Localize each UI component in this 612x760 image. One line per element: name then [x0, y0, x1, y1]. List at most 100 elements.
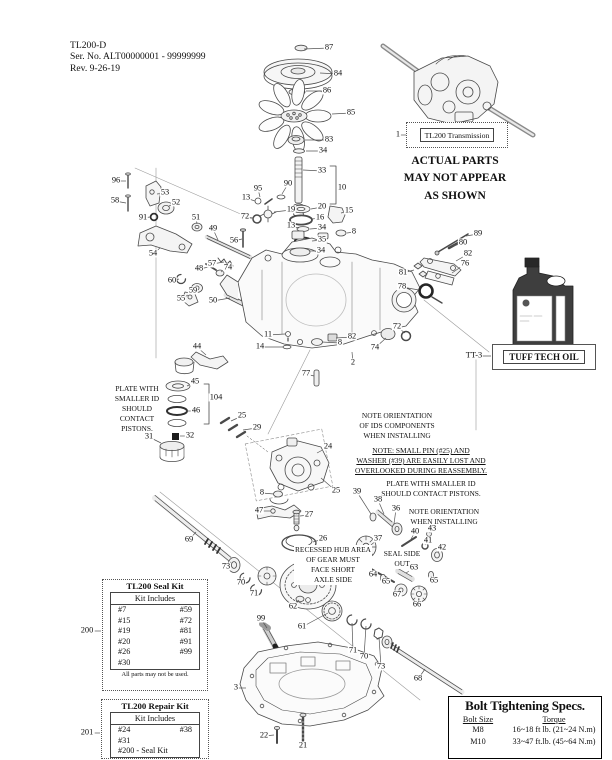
part-label-52: 52	[170, 197, 182, 207]
part-label-70: 70	[235, 577, 247, 587]
part-label-55: 55	[175, 293, 187, 303]
note-line: AXLE SIDE	[314, 574, 352, 584]
repair-kit-title: TL200 Repair Kit	[121, 701, 189, 711]
kit-item: #24	[118, 725, 131, 734]
kit-item: #31	[118, 735, 131, 745]
part-label-39: 39	[351, 486, 363, 496]
part-label-26: 26	[317, 533, 329, 543]
kit-item: #19	[118, 626, 131, 636]
leader-line	[378, 636, 382, 668]
bypass-arm-cluster-art	[413, 233, 469, 304]
part-label-25: 25	[330, 485, 342, 495]
part-label-3: 3	[232, 682, 240, 692]
note-line: FACE SHORT	[311, 564, 355, 574]
part-label-80: 80	[457, 237, 469, 247]
kit-item: #99	[179, 647, 192, 657]
note-line: RECESSED HUB AREA	[295, 545, 371, 554]
kit-item-row: #7#59	[111, 605, 199, 616]
kit-item-row: #20#91	[111, 637, 199, 648]
part-label-57: 57	[206, 258, 218, 268]
bolt-size-value: M8	[472, 725, 484, 734]
part-label-73: 73	[375, 661, 387, 671]
kit-item-row: #15#72	[111, 616, 199, 627]
part-label-35: 35	[316, 234, 328, 244]
part-label-62: 62	[287, 601, 299, 611]
callout-200: 200	[79, 625, 95, 635]
part-label-85: 85	[345, 107, 357, 117]
seal-kit-contents: Kit Includes #7#59#15#72#19#81#20#91#26#…	[110, 592, 200, 670]
part-label-27: 27	[303, 509, 315, 519]
part-label-34: 34	[317, 145, 329, 155]
oil-pan-art	[239, 641, 385, 727]
kit-item: #38	[179, 725, 192, 734]
note-line: PLATE WITH	[115, 384, 159, 393]
part-label-42: 42	[436, 542, 448, 552]
repair-kit-contents: Kit Includes #24#38#31#200 - Seal Kit	[110, 712, 200, 758]
part-label-34: 34	[315, 245, 327, 255]
assembled-transmission-art	[380, 43, 536, 138]
revision: Rev. 9-26-19	[70, 62, 121, 74]
seal-kit-title: TL200 Seal Kit	[126, 581, 184, 591]
note-line: OF GEAR MUST	[306, 554, 360, 564]
part-label-47: 47	[253, 505, 265, 515]
bolt-specs-box: Bolt Tightening Specs. Bolt Size Torque …	[448, 696, 602, 759]
part-label-74: 74	[369, 342, 381, 352]
part-label-29: 29	[251, 422, 263, 432]
part-label-99: 99	[255, 613, 267, 623]
part-label-40: 40	[409, 526, 421, 536]
note-line: WHEN INSTALLING	[410, 516, 478, 526]
callout-TT-3: TT-3	[464, 350, 484, 360]
part-label-19: 19	[285, 204, 297, 214]
note-line: PLATE WITH SMALLER ID	[386, 479, 476, 488]
seal-kit-box: TL200 Seal Kit Kit Includes #7#59#15#72#…	[102, 579, 208, 691]
leader-line	[363, 625, 367, 658]
part-label-56: 56	[228, 235, 240, 245]
kit-item: #20	[118, 636, 131, 646]
part-label-87: 87	[323, 42, 335, 52]
note-line: NOTE ORIENTATION	[361, 411, 433, 420]
control-arm-cluster-art	[125, 172, 253, 309]
note-line: OF IDS COMPONENTS	[359, 420, 435, 430]
part-label-2: 2	[349, 357, 357, 367]
disclaimer: ACTUAL PARTS MAY NOT APPEAR AS SHOWN	[388, 153, 522, 205]
part-label-10: 10	[336, 182, 348, 192]
idler-parts-art	[369, 509, 403, 536]
kit-item-row: #30	[111, 658, 199, 669]
oil-bottle-art	[512, 257, 574, 349]
part-label-54: 54	[147, 248, 159, 258]
part-label-104: 104	[208, 392, 224, 402]
bolt-size-column-header: Bolt Size	[462, 715, 494, 724]
seal-kit-subtitle: Kit Includes	[111, 593, 199, 605]
part-label-37: 37	[372, 533, 384, 543]
part-label-38: 38	[372, 494, 384, 504]
part-label-72: 72	[391, 321, 403, 331]
part-label-91: 91	[137, 212, 149, 222]
torque-value: 33~47 ft.lb. (45~64 N.m)	[512, 736, 596, 746]
model-number: TL200-D	[70, 40, 107, 51]
part-label-24: 24	[322, 441, 334, 451]
part-label-72: 72	[239, 211, 251, 221]
kit-item: #15	[118, 615, 131, 625]
part-label-53: 53	[159, 187, 171, 197]
part-label-95: 95	[252, 183, 264, 193]
part-label-82: 82	[462, 248, 474, 258]
part-label-66: 66	[411, 599, 423, 609]
part-label-77: 77	[300, 368, 312, 378]
part-label-61: 61	[296, 621, 308, 631]
disclaimer-line: MAY NOT APPEAR	[403, 172, 507, 185]
part-label-8: 8	[350, 226, 358, 236]
part-label-73: 73	[220, 561, 232, 571]
part-label-58: 58	[109, 195, 121, 205]
kit-item: #26	[118, 647, 131, 657]
part-label-15: 15	[343, 205, 355, 215]
part-label-78: 78	[396, 281, 408, 291]
note-line: SEAL SIDE	[383, 549, 421, 558]
kit-item: #30	[118, 657, 131, 667]
note-line: NOTE ORIENTATION	[408, 507, 480, 516]
part-label-51: 51	[190, 212, 202, 222]
part-label-22: 22	[258, 730, 270, 740]
